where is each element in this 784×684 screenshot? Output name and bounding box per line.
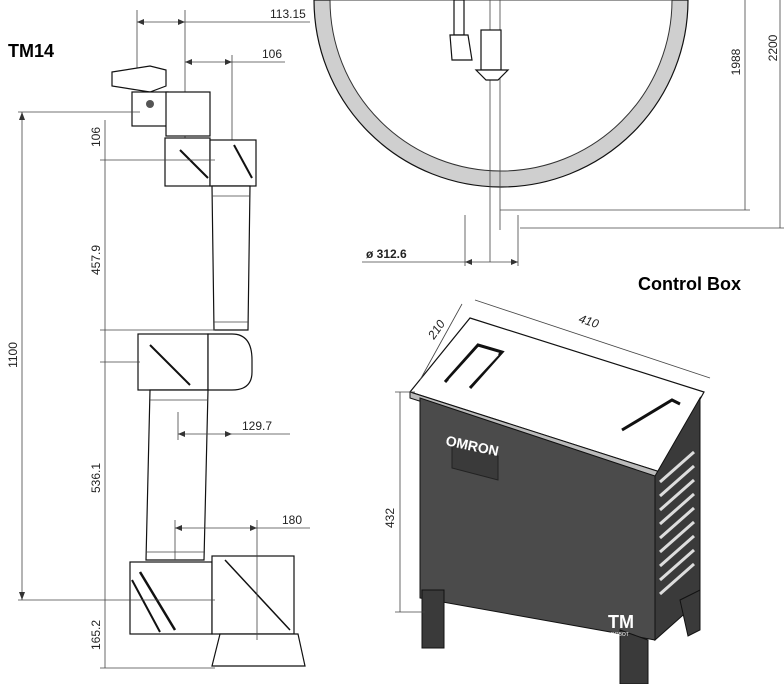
dim-180: 180 [282,513,302,527]
dim-width-410: 410 [577,312,601,332]
dim-depth-210: 210 [424,317,448,343]
dim-106-side: 106 [89,127,103,147]
control-box-drawing: OMRON TM ROBOT 210 410 432 [383,299,711,684]
dim-457-9: 457.9 [89,245,103,275]
robot-model-title: TM14 [8,41,54,61]
tm-logo: TM [608,612,634,632]
dim-diameter: ø 312.6 [366,247,407,261]
dim-2200: 2200 [766,34,780,61]
control-box-title: Control Box [638,274,741,294]
dim-536-1: 536.1 [89,463,103,493]
dim-height-432: 432 [383,508,397,528]
dim-165-2: 165.2 [89,620,103,650]
dim-129-7: 129.7 [242,419,272,433]
dim-1988: 1988 [729,48,743,75]
tm-logo-sub: ROBOT [611,632,629,638]
dim-106-top: 106 [262,47,282,61]
robot-arm-drawing: 113.15 106 [6,7,310,669]
dim-113-15: 113.15 [270,7,306,21]
dim-1100: 1100 [6,342,20,368]
reach-envelope: 1988 2200 ø 312.6 [313,0,784,266]
